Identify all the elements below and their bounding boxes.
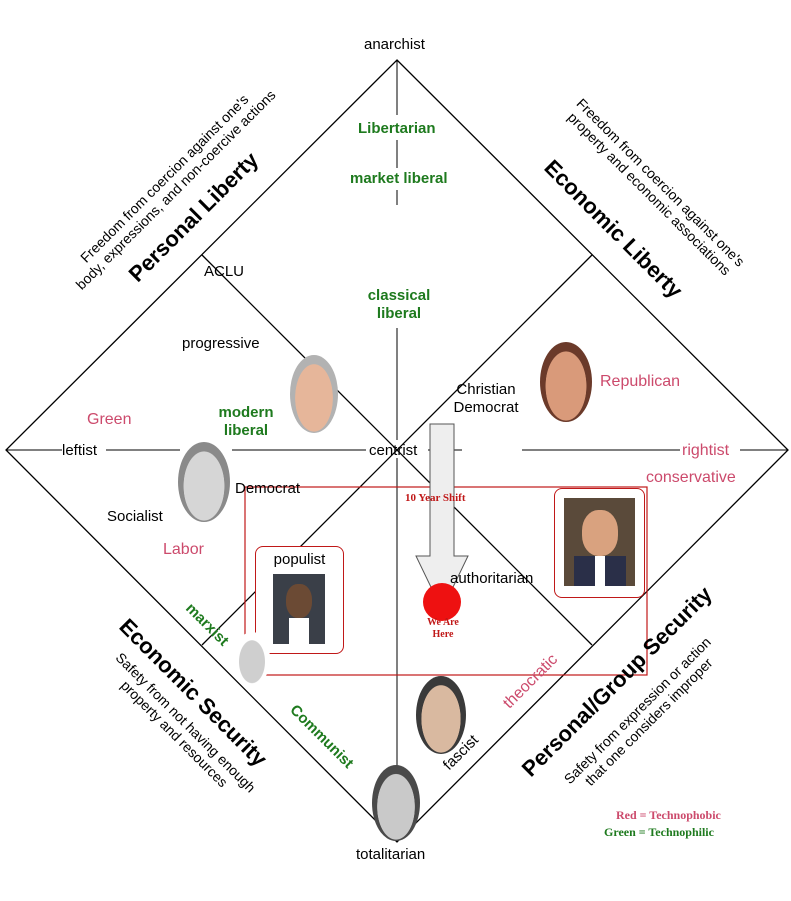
leftist-label: leftist <box>62 442 98 459</box>
green-party-label: Green <box>87 411 132 428</box>
we-are-here-line1: We Are <box>427 617 459 628</box>
conservative-label: conservative <box>646 469 736 486</box>
totalitarian-label: totalitarian <box>356 846 426 863</box>
rightist-label: rightist <box>682 442 730 459</box>
classical-liberal-label: classical liberal <box>360 287 438 323</box>
portrait-shirt <box>289 618 309 644</box>
populist-label: populist <box>273 551 326 568</box>
authoritarian-label: authoritarian <box>450 570 534 587</box>
democrat-label: Democrat <box>235 480 301 497</box>
libertarian-label: Libertarian <box>358 120 436 137</box>
ten-year-shift-label: 10 Year Shift <box>405 492 466 504</box>
aclu-label: ACLU <box>204 263 245 280</box>
democrat-portrait <box>178 442 230 522</box>
shift-arrow <box>415 423 469 612</box>
modern-liberal-line2: liberal <box>223 422 269 439</box>
marxist-portrait <box>234 632 270 686</box>
we-are-here-label: We Are Here <box>418 617 468 640</box>
we-are-here-line2: Here <box>432 628 454 640</box>
christian-democrat-label: Christian Democrat <box>442 381 530 417</box>
christian-democrat-line2: Democrat <box>453 399 519 416</box>
portrait-shirt <box>595 556 605 586</box>
socialist-label: Socialist <box>107 508 163 525</box>
classical-liberal-line1: classical <box>367 287 431 304</box>
populist-box: populist <box>255 546 344 654</box>
modern-liberal-label: modern liberal <box>208 404 284 440</box>
labor-label: Labor <box>163 541 204 558</box>
portrait-face <box>582 510 618 556</box>
populist-portrait <box>273 574 325 644</box>
totalitarian-portrait <box>372 765 420 841</box>
republican-portrait <box>540 342 592 422</box>
classical-liberal-line2: liberal <box>376 305 422 322</box>
centrist-label: centrist <box>369 442 418 459</box>
christian-democrat-line1: Christian <box>456 381 516 398</box>
modern-liberal-line1: modern <box>218 404 274 421</box>
progressive-label: progressive <box>182 335 260 352</box>
right-portrait <box>564 498 635 586</box>
republican-label: Republican <box>600 373 681 390</box>
progressive-portrait <box>290 355 338 433</box>
fascist-portrait <box>416 676 466 754</box>
legend-green: Green = Technophilic <box>604 825 714 839</box>
legend-red: Red = Technophobic <box>616 808 721 822</box>
portrait-face <box>286 584 312 618</box>
we-are-here-dot <box>423 583 461 621</box>
market-liberal-label: market liberal <box>350 170 448 187</box>
right-portrait-box <box>554 488 645 598</box>
anarchist-label: anarchist <box>364 36 425 53</box>
